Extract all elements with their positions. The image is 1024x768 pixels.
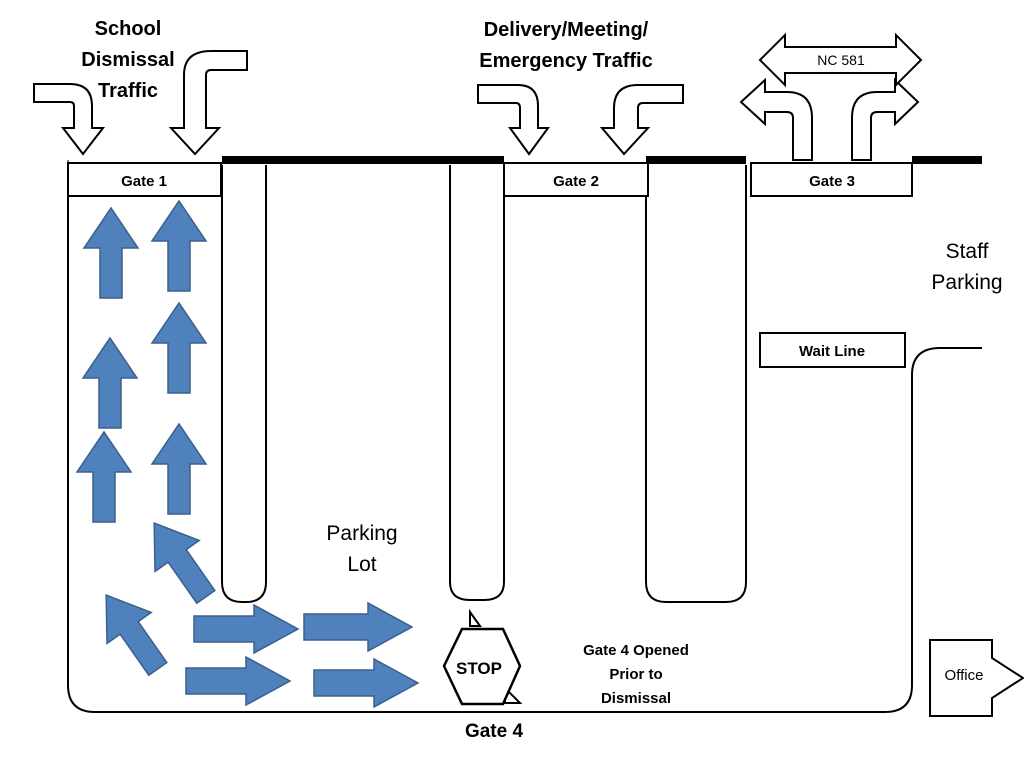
- flow-arrow-diagonal: [105, 594, 168, 677]
- school-entry-arrow-left: [33, 83, 106, 156]
- flow-arrow-down: [150, 199, 208, 292]
- school-dismissal-line: Traffic: [98, 80, 158, 102]
- flow-arrow-right: [313, 657, 420, 709]
- office-label: Office: [945, 667, 984, 684]
- stop-sign-icon: [442, 627, 522, 706]
- parking-lot-label: Parking Lot: [326, 522, 397, 576]
- gate-3-label: Gate 3: [809, 173, 855, 190]
- flow-arrow-down: [75, 430, 133, 523]
- flow-arrow-right: [193, 603, 300, 655]
- parking-lot-line: Lot: [347, 553, 376, 576]
- flow-arrow-diagonal: [153, 522, 216, 605]
- flow-arrow-right: [185, 655, 292, 707]
- delivery-line: Emergency Traffic: [479, 50, 652, 72]
- gate-3-box: Gate 3: [750, 162, 913, 197]
- gate-3-exit-arrow-left: [739, 77, 813, 161]
- gate-3-exit-arrow-right: [851, 77, 920, 161]
- nc581-label: NC 581: [817, 52, 865, 68]
- school-dismissal-line: Dismissal: [81, 49, 174, 71]
- gate-4-note-line: Gate 4 Opened: [583, 642, 689, 659]
- gate-2-label: Gate 2: [553, 173, 599, 190]
- gate-2-box: Gate 2: [503, 162, 649, 197]
- school-dismissal-traffic-label: School Dismissal Traffic: [81, 18, 174, 102]
- flow-arrows: [75, 199, 420, 709]
- flow-arrow-down: [81, 336, 139, 429]
- gate-4-note-line: Dismissal: [601, 690, 671, 707]
- stop-sign-label: STOP: [456, 659, 502, 678]
- school-dismissal-line: School: [95, 18, 162, 40]
- gate-4-note: Gate 4 Opened Prior to Dismissal: [583, 642, 689, 707]
- flow-arrow-down: [82, 206, 140, 299]
- gate-1-box: Gate 1: [67, 162, 222, 197]
- delivery-entry-arrow-left: [477, 84, 550, 156]
- wait-line-box: Wait Line: [759, 332, 906, 368]
- staff-parking-line: Staff: [946, 240, 989, 263]
- office-arrow-icon: [929, 639, 1024, 717]
- delivery-entry-arrow-right: [599, 84, 684, 156]
- flow-arrow-down: [150, 301, 208, 394]
- staff-parking-label: Staff Parking: [931, 240, 1002, 294]
- flow-arrow-right: [303, 601, 414, 653]
- gate-4-marker: STOP: [442, 608, 523, 706]
- gate-4-note-line: Prior to: [609, 666, 662, 683]
- flow-arrow-down: [150, 422, 208, 515]
- gate-1-label: Gate 1: [121, 173, 167, 190]
- entry-arrows: [33, 32, 923, 161]
- school-entry-arrow-right: [168, 50, 248, 156]
- delivery-line: Delivery/Meeting/: [484, 19, 649, 41]
- parking-lot-outline: [67, 165, 982, 713]
- parking-lot-line: Parking: [326, 522, 397, 545]
- wait-line-label: Wait Line: [799, 343, 865, 360]
- delivery-traffic-label: Delivery/Meeting/ Emergency Traffic: [479, 19, 652, 72]
- gate-4-label: Gate 4: [465, 721, 524, 742]
- staff-parking-line: Parking: [931, 271, 1002, 294]
- nc581-double-arrow: [758, 32, 923, 88]
